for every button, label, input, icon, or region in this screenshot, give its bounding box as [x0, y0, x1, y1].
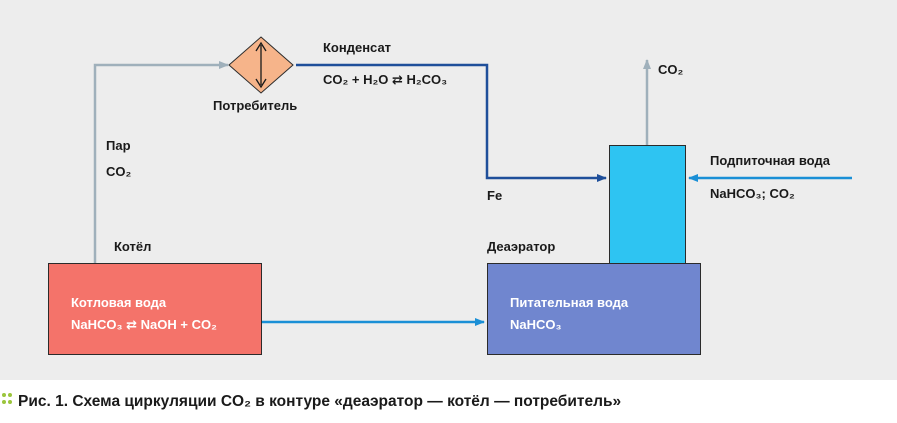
- consumer-symbol-icon: [228, 36, 294, 94]
- makeup-water-label: Подпиточная вода: [710, 153, 830, 168]
- co2-vent-label: CO₂: [658, 62, 684, 77]
- boiler-label: Котёл: [114, 239, 152, 254]
- deaerator-label: Деаэратор: [487, 239, 556, 254]
- condensate-line: [296, 63, 607, 182]
- feed-water-box: Питательная вода NaHCO₃: [487, 263, 701, 355]
- condensate-label: Конденсат: [323, 40, 392, 55]
- feed-water-title: Питательная вода: [510, 295, 629, 310]
- boiler-water-box: Котловая вода NaHCO₃ ⇄ NaOH + CO₂: [48, 263, 262, 355]
- steam-co2-label: CO₂: [106, 164, 132, 179]
- fe-label: Fe: [487, 188, 503, 203]
- steam-line: [93, 61, 229, 263]
- flow-lines: [93, 59, 852, 326]
- boiler-water-title: Котловая вода: [71, 295, 167, 310]
- steam-label: Пар: [106, 138, 131, 153]
- feed-water-component: NaHCO₃: [510, 317, 562, 332]
- consumer-label: Потребитель: [213, 98, 298, 113]
- caption-bullet-icon: [2, 390, 12, 410]
- boiler-water-reaction: NaHCO₃ ⇄ NaOH + CO₂: [71, 317, 217, 332]
- figure-caption: Рис. 1. Схема циркуляции CO₂ в контуре «…: [18, 393, 622, 410]
- makeup-components-label: NaHCO₃; CO₂: [710, 186, 795, 201]
- deaerator-column: [609, 145, 686, 264]
- condensate-reaction-label: CO₂ + H₂O ⇄ H₂CO₃: [323, 72, 448, 87]
